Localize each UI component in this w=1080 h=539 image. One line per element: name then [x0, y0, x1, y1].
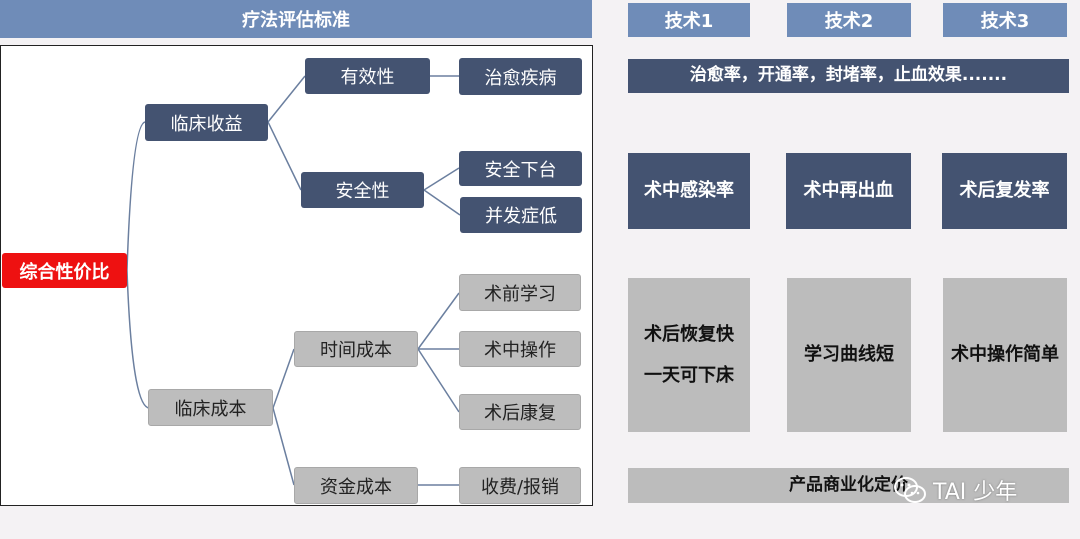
intra-op-node: 术中操作: [459, 331, 581, 367]
tech-header-1-label: 技术1: [664, 11, 714, 32]
low-complication-node: 并发症低: [460, 197, 582, 233]
safety-node: 安全性: [301, 172, 424, 208]
link-safety-lowcomp: [423, 189, 461, 216]
time-cell-tech2-text: 学习曲线短: [804, 344, 894, 366]
time-cell-tech3: 术中操作简单: [943, 278, 1067, 432]
post-op-node-label: 术后康复: [484, 403, 556, 424]
time-cell-tech1-line2: 一天可下床: [644, 365, 734, 386]
root-node: 综合性价比: [2, 253, 127, 288]
effect-row: 治愈率，开通率，封堵率，止血效果.......: [628, 59, 1069, 93]
safety-cell-tech2-text: 术中再出血: [803, 180, 894, 202]
link-safety-safeexit: [423, 167, 460, 191]
time-cell-tech2: 学习曲线短: [787, 278, 911, 432]
time-cell-tech1: 术后恢复快 一天可下床: [628, 278, 750, 432]
intra-op-node-label: 术中操作: [484, 340, 556, 361]
benefit-node: 临床收益: [145, 104, 268, 141]
tech-header-3: 技术3: [943, 3, 1067, 37]
safety-cell-tech3: 术后复发率: [942, 153, 1067, 229]
tech-header-2-label: 技术2: [824, 11, 874, 32]
tech-header-1: 技术1: [628, 3, 750, 37]
link-time-preop: [417, 292, 460, 350]
fee-node-label: 收费/报销: [480, 476, 560, 498]
cost-node-label: 临床成本: [174, 398, 247, 420]
link-cost-time: [272, 348, 295, 409]
left-header-title: 疗法评估标准: [242, 10, 350, 31]
watermark-text: TAI 少年: [933, 480, 1018, 505]
time-cost-node: 时间成本: [294, 331, 418, 367]
tech-header-3-label: 技术3: [980, 11, 1030, 32]
fund-row-text: 产品商业化定价: [789, 474, 908, 495]
effectiveness-node-label: 有效性: [340, 67, 395, 88]
pre-op-node: 术前学习: [459, 274, 581, 311]
safety-cell-tech1: 术中感染率: [628, 153, 750, 229]
benefit-node-label: 临床收益: [170, 113, 243, 135]
safety-cell-tech3-text: 术后复发率: [959, 180, 1050, 202]
wechat-icon: [894, 477, 926, 503]
link-root-cost: [126, 269, 151, 409]
time-cost-node-label: 时间成本: [320, 340, 392, 361]
low-complication-node-label: 并发症低: [485, 206, 557, 227]
time-cell-tech3-text: 术中操作简单: [951, 344, 1059, 366]
time-cell-tech1-line1: 术后恢复快: [644, 323, 734, 345]
safety-cell-tech2: 术中再出血: [786, 153, 911, 229]
safety-node-label: 安全性: [335, 181, 390, 202]
safe-exit-node-label: 安全下台: [484, 159, 557, 181]
link-benefit-safety: [267, 121, 302, 191]
root-node-label: 综合性价比: [19, 261, 110, 283]
effect-row-text: 治愈率，开通率，封堵率，止血效果.......: [689, 65, 1008, 86]
link-time-postop: [417, 348, 460, 413]
left-header: 疗法评估标准: [0, 0, 592, 38]
link-root-benefit: [126, 121, 146, 271]
post-op-node: 术后康复: [459, 394, 581, 430]
fund-row: 产品商业化定价: [628, 468, 1069, 503]
cure-node-label: 治愈疾病: [484, 67, 557, 89]
pre-op-node-label: 术前学习: [484, 283, 556, 305]
fund-cost-node-label: 资金成本: [320, 476, 392, 498]
tech-header-2: 技术2: [787, 3, 911, 37]
fee-node: 收费/报销: [459, 467, 581, 504]
watermark: TAI 少年: [893, 470, 1073, 510]
effectiveness-node: 有效性: [305, 58, 430, 94]
cost-node: 临床成本: [148, 389, 273, 426]
link-benefit-effect: [267, 75, 306, 123]
safe-exit-node: 安全下台: [459, 151, 582, 186]
safety-cell-tech1-text: 术中感染率: [644, 180, 734, 202]
fund-cost-node: 资金成本: [294, 467, 418, 504]
cure-node: 治愈疾病: [459, 58, 582, 95]
link-cost-fund: [272, 407, 295, 486]
